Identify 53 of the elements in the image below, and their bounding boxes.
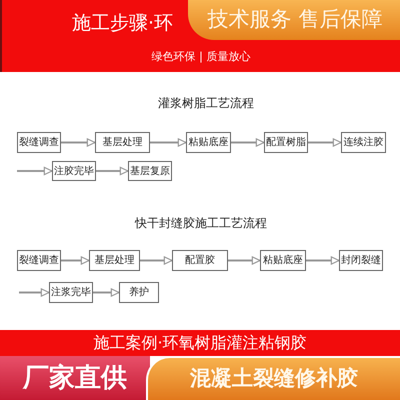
arrow xyxy=(306,256,340,265)
tab-text: 技术服务 售后保障 xyxy=(208,8,382,32)
process-box xyxy=(49,282,93,303)
product-banner xyxy=(146,356,400,400)
step-label: 注胶完毕 xyxy=(54,166,94,176)
header-banner xyxy=(0,0,400,72)
supply-banner xyxy=(0,356,150,400)
step-label: 基层处理 xyxy=(102,137,142,148)
arrow xyxy=(231,138,265,147)
process-box xyxy=(89,250,140,271)
arrow xyxy=(150,138,187,147)
process-box xyxy=(95,132,150,153)
strip-title: 施工案例·环氧树脂灌注粘钢胶 xyxy=(93,334,307,352)
process-box xyxy=(52,161,96,181)
process-box xyxy=(186,132,231,153)
step-label: 连续注胶 xyxy=(344,137,384,148)
process-box xyxy=(341,132,386,153)
arrow xyxy=(93,288,120,297)
arrow xyxy=(96,166,129,176)
step-label: 粘贴底座 xyxy=(263,255,303,266)
arrow xyxy=(17,166,53,176)
arrow xyxy=(61,138,96,147)
step-label: 裂缝调查 xyxy=(19,255,59,266)
banner-subtitle: 绿色环保 | 质量放心 xyxy=(152,51,250,64)
step-label: 配置胶 xyxy=(185,255,215,266)
banner-title: 施工步骤·环 xyxy=(72,13,174,34)
product-title: 混凝土裂缝修补胶 xyxy=(190,367,358,391)
footer-strip xyxy=(0,330,400,356)
step-label: 基层复原 xyxy=(130,166,170,176)
arrow xyxy=(19,288,50,297)
process-box xyxy=(172,250,228,271)
step-label: 基层处理 xyxy=(94,255,134,266)
arrow xyxy=(308,138,342,147)
step-label: 养护 xyxy=(129,287,149,298)
step-label: 裂缝调查 xyxy=(19,137,59,148)
supply-text: 厂家直供 xyxy=(23,364,127,392)
arrow xyxy=(228,256,261,265)
process-box xyxy=(17,250,61,271)
process-box xyxy=(264,132,308,153)
arrow xyxy=(61,256,90,265)
service-tab xyxy=(188,0,400,40)
process-box xyxy=(128,161,172,181)
process-box xyxy=(260,250,306,271)
step-label: 注浆完毕 xyxy=(51,287,91,298)
step-label: 封闭裂缝 xyxy=(341,255,381,266)
flow-title: 快干封缝胶施工工艺流程 xyxy=(135,217,267,230)
arrow xyxy=(140,256,173,265)
process-box xyxy=(17,132,61,153)
flow-title: 灌浆树脂工艺流程 xyxy=(158,97,254,110)
process-box xyxy=(119,282,159,303)
step-label: 粘贴底座 xyxy=(188,137,228,148)
step-label: 配置树脂 xyxy=(266,137,306,148)
process-box xyxy=(339,250,383,271)
